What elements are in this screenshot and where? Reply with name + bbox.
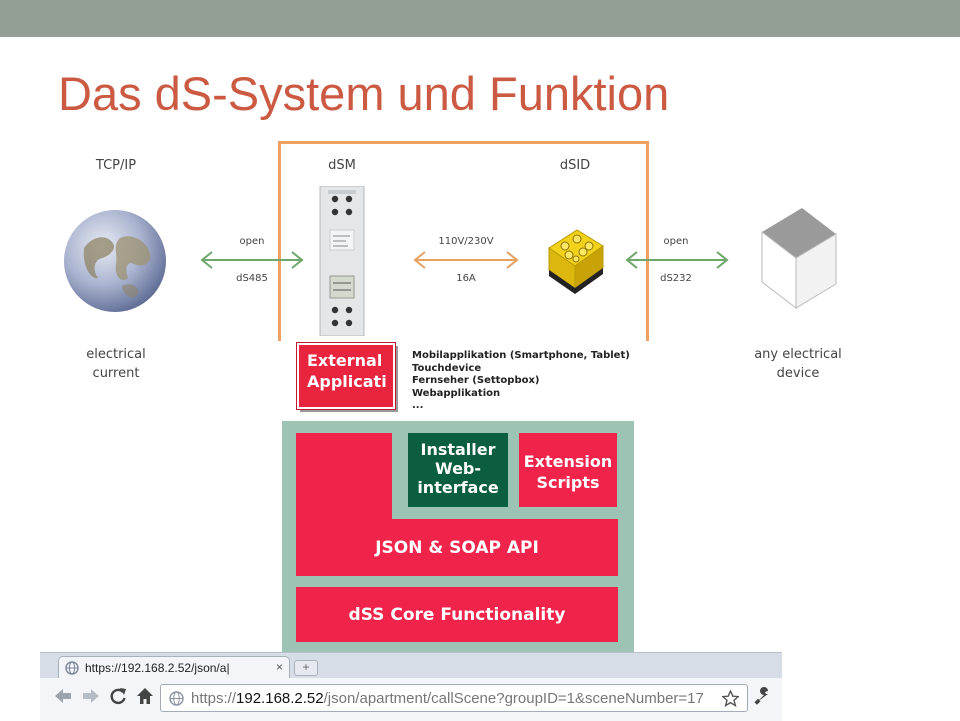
browser-toolbar: https://192.168.2.52/json/apartment/call… xyxy=(40,678,782,721)
left-conn-top: open xyxy=(239,236,265,247)
forward-arrow-icon[interactable] xyxy=(82,687,100,705)
browser-tab[interactable]: https://192.168.2.52/json/a| × xyxy=(58,656,290,679)
url-path: /json/apartment/callScene?groupID=1&scen… xyxy=(323,690,704,707)
stack-left-block xyxy=(296,433,392,519)
json-soap-api-block xyxy=(296,519,618,576)
tcpip-label: TCP/IP xyxy=(95,158,137,173)
dss-core-label: dSS Core Functionality xyxy=(348,605,566,625)
dsid-device-icon xyxy=(548,229,604,294)
tab-close-button[interactable]: × xyxy=(275,660,283,674)
url-scheme: https:// xyxy=(191,690,237,707)
installer-web-interface-block xyxy=(408,433,508,507)
globe-caption-line1: electrical xyxy=(86,347,146,362)
installer-line3: interface xyxy=(417,478,499,497)
extension-line1: Extension xyxy=(523,452,613,471)
installer-line1: Installer xyxy=(420,440,496,459)
address-url: https://192.168.2.52/json/apartment/call… xyxy=(191,690,704,707)
system-bracket xyxy=(278,141,649,341)
applications-list: Mobilapplikation (Smartphone, Tablet) To… xyxy=(412,350,630,413)
top-bar xyxy=(0,0,960,37)
new-tab-button[interactable]: + xyxy=(294,660,318,676)
dsm-device-icon xyxy=(319,186,365,336)
right-arrow-icon xyxy=(625,251,729,269)
external-applications-box: External Applicati xyxy=(297,343,395,409)
home-icon[interactable] xyxy=(136,687,154,705)
installer-line2: Web- xyxy=(434,459,482,478)
list-item: Fernseher (Settopbox) xyxy=(412,375,540,386)
globe-favicon-icon xyxy=(65,661,79,675)
extension-line2: Scripts xyxy=(536,473,600,492)
list-item: Mobilapplikation (Smartphone, Tablet) xyxy=(412,350,630,361)
dsid-label: dSID xyxy=(559,158,591,173)
middle-conn-bottom: 16A xyxy=(456,273,476,284)
url-host: 192.168.2.52 xyxy=(236,690,324,707)
left-arrow-icon xyxy=(200,251,304,269)
external-box-line2: Applicati xyxy=(307,372,387,391)
slide-title: Das dS-System und Funktion xyxy=(58,67,670,120)
installer-label: Installer Web- interface xyxy=(408,440,508,497)
json-soap-api-label: JSON & SOAP API xyxy=(375,538,539,558)
list-item: Touchdevice xyxy=(412,362,482,374)
list-item: ... xyxy=(412,400,424,411)
tab-title: https://192.168.2.52/json/a| xyxy=(85,661,230,675)
left-conn-bottom: dS485 xyxy=(236,273,268,284)
device-caption-line2: device xyxy=(776,366,820,381)
globe-icon xyxy=(64,210,166,312)
external-box-line1: External xyxy=(307,351,383,370)
extension-label: Extension Scripts xyxy=(519,451,617,493)
list-item: Webapplikation xyxy=(412,387,501,399)
device-cube-icon xyxy=(761,208,837,310)
middle-arrow-icon xyxy=(413,251,519,269)
browser-window: https://192.168.2.52/json/a| × + https:/… xyxy=(40,652,782,721)
right-conn-top: open xyxy=(663,236,689,247)
device-caption-line1: any electrical xyxy=(754,347,842,362)
right-conn-bottom: dS232 xyxy=(660,273,692,284)
star-icon[interactable] xyxy=(722,690,739,707)
reload-icon[interactable] xyxy=(109,687,127,705)
globe-caption-line2: current xyxy=(92,366,140,381)
address-bar[interactable]: https://192.168.2.52/json/apartment/call… xyxy=(160,684,748,712)
back-arrow-icon[interactable] xyxy=(54,687,72,705)
middle-conn-top: 110V/230V xyxy=(438,236,494,247)
extension-scripts-block xyxy=(519,433,617,507)
site-info-globe-icon xyxy=(169,691,184,706)
wrench-icon[interactable] xyxy=(754,687,772,705)
dsm-label: dSM xyxy=(328,158,356,173)
dss-core-block xyxy=(296,587,618,642)
